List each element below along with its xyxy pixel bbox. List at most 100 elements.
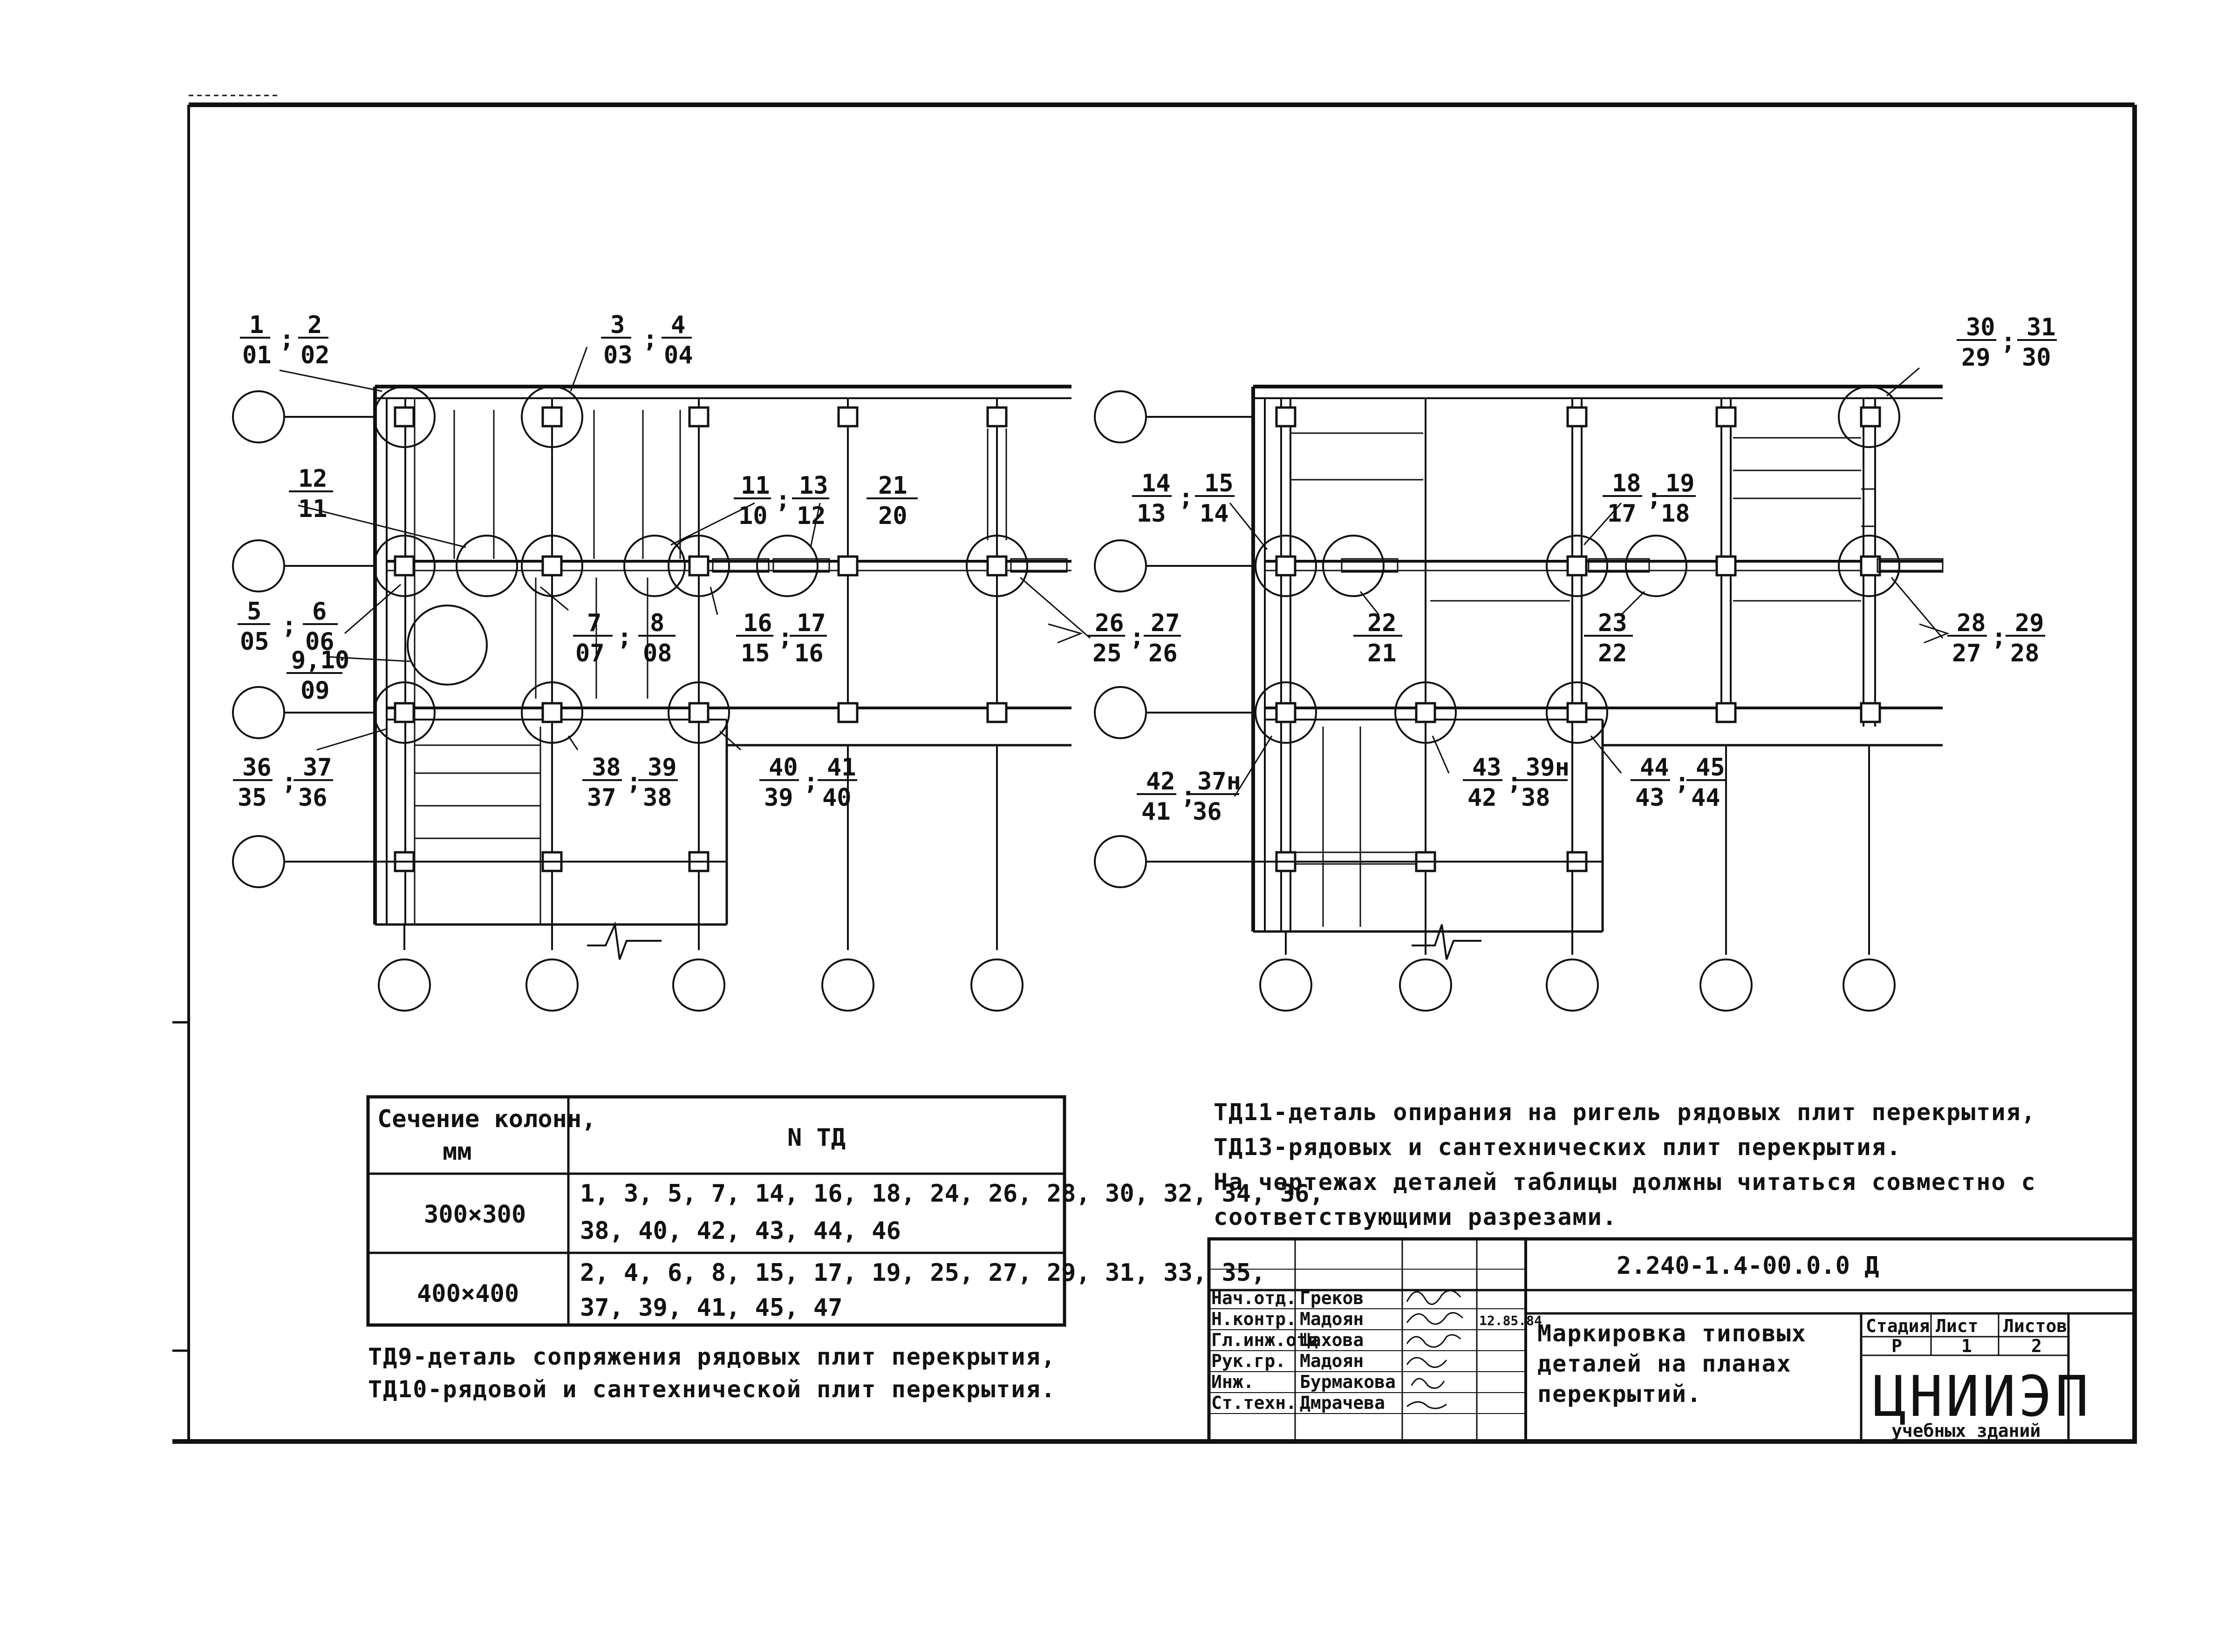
svg-text:44: 44 — [1640, 754, 1669, 782]
svg-text:36: 36 — [298, 784, 328, 812]
svg-text:01: 01 — [242, 341, 272, 369]
svg-text:28: 28 — [1957, 609, 1986, 637]
label-a05: 505 — [238, 598, 270, 656]
svg-text:2: 2 — [307, 311, 322, 339]
svg-text:;: ; — [280, 325, 294, 353]
svg-text:31: 31 — [2027, 313, 2056, 341]
svg-text:30: 30 — [2022, 344, 2051, 372]
svg-text:;: ; — [804, 768, 818, 795]
table-header-ntd: N ТД — [787, 1124, 846, 1152]
svg-text:;: ; — [1179, 483, 1193, 511]
svg-text:40: 40 — [769, 754, 798, 782]
svg-text:45: 45 — [1696, 754, 1725, 782]
note-line: ТД10-рядовой и сантехнической плит перек… — [368, 1376, 1056, 1403]
svg-text:36: 36 — [242, 754, 272, 782]
svg-text:27: 27 — [1952, 639, 1981, 667]
svg-text:39н: 39н — [1526, 754, 1570, 782]
label-a01: 101 — [240, 311, 272, 369]
svg-text:;: ; — [282, 768, 296, 795]
svg-text:18: 18 — [1612, 469, 1641, 497]
svg-text:;: ; — [778, 623, 792, 651]
svg-text:42: 42 — [1146, 768, 1175, 795]
drawing-title: перекрытий. — [1537, 1380, 1702, 1407]
svg-text:35: 35 — [238, 784, 267, 812]
svg-text:11: 11 — [741, 472, 770, 500]
svg-text:06: 06 — [305, 628, 334, 656]
svg-text:8: 8 — [650, 609, 664, 637]
svg-text:14: 14 — [1141, 469, 1171, 497]
label-a02: 202 — [298, 311, 330, 369]
floor-plan-left — [232, 347, 1091, 1012]
svg-text:25: 25 — [1092, 639, 1122, 667]
svg-text:9,10: 9,10 — [291, 646, 349, 674]
svg-text:10: 10 — [738, 502, 768, 530]
svg-text:02: 02 — [300, 341, 330, 369]
svg-text:;: ; — [282, 612, 296, 639]
sheet-label: Лист — [1936, 1316, 1979, 1336]
svg-text:22: 22 — [1598, 639, 1627, 667]
svg-text:04: 04 — [664, 341, 693, 369]
label-a06: 606 — [303, 598, 338, 656]
note-line: ТД13-рядовых и сантехнических плит перек… — [1214, 1134, 1902, 1161]
svg-text:7: 7 — [587, 609, 601, 637]
role-label: Нач.отд. — [1211, 1288, 1297, 1308]
notes-left: ТД9-деталь сопряжения рядовых плит перек… — [368, 1343, 1056, 1403]
svg-text:15: 15 — [741, 639, 770, 667]
role-label: Н.контр. — [1211, 1309, 1297, 1329]
document-code: 2.240-1.4-00.0.0 Д — [1617, 1252, 1879, 1280]
label-a08: 808 — [638, 609, 676, 667]
note-line: ТД9-деталь сопряжения рядовых плит перек… — [368, 1343, 1056, 1370]
table-row-list: 38, 40, 42, 43, 44, 46 — [580, 1217, 901, 1245]
person-name: Шахова — [1300, 1330, 1364, 1350]
organization-subtitle: учебных зданий — [1891, 1421, 2041, 1441]
svg-text:08: 08 — [643, 639, 672, 667]
svg-text:17: 17 — [797, 609, 826, 637]
svg-text:;: ; — [1130, 623, 1144, 651]
svg-text:38: 38 — [592, 754, 621, 782]
person-name: Мадоян — [1300, 1351, 1364, 1371]
svg-text:21: 21 — [878, 472, 908, 500]
svg-text:;: ; — [2001, 327, 2015, 355]
svg-text:40: 40 — [822, 784, 852, 812]
label-a04: 404 — [662, 311, 693, 369]
label-a03: 303 — [601, 311, 633, 369]
svg-text:;: ; — [776, 486, 790, 514]
svg-text:26: 26 — [1095, 609, 1124, 637]
svg-text:39: 39 — [764, 784, 793, 812]
table-header-unit: мм — [443, 1138, 472, 1166]
svg-text:37н: 37н — [1197, 768, 1241, 795]
sheets-value: 2 — [2031, 1336, 2042, 1356]
sheets-label: Листов — [2003, 1316, 2067, 1336]
svg-text:26: 26 — [1148, 639, 1178, 667]
svg-text:05: 05 — [240, 628, 269, 656]
table-row-list: 1, 3, 5, 7, 14, 16, 18, 24, 26, 28, 30, … — [580, 1180, 1324, 1208]
role-label: Ст.техн. — [1211, 1393, 1297, 1413]
role-label: Рук.гр. — [1211, 1351, 1286, 1371]
svg-text:;: ; — [617, 623, 632, 651]
svg-text:23: 23 — [1598, 609, 1627, 637]
svg-text:29: 29 — [2015, 609, 2044, 637]
svg-text:6: 6 — [312, 598, 327, 625]
svg-text:20: 20 — [878, 502, 908, 530]
drawing-title: Маркировка типовых — [1537, 1320, 1807, 1347]
